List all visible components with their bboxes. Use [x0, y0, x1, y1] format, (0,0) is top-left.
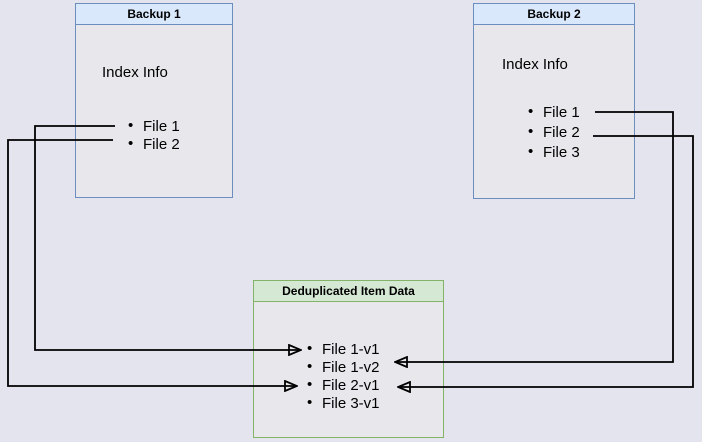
backup2-file-list: File 1 File 2 File 3	[528, 102, 580, 163]
backup2-subtitle: Index Info	[502, 56, 568, 73]
backup1-subtitle: Index Info	[102, 64, 168, 81]
backup2-title: Backup 2	[474, 4, 634, 25]
dedup-file-2v1: File 2-v1	[307, 376, 380, 395]
backup1-box: Backup 1 Index Info File 1 File 2	[75, 3, 233, 198]
dedup-title: Deduplicated Item Data	[254, 281, 443, 302]
dedup-file-1v1: File 1-v1	[307, 340, 380, 359]
backup2-file-2: File 2	[528, 122, 580, 143]
backup1-file-2: File 2	[128, 135, 180, 154]
backup1-title: Backup 1	[76, 4, 232, 25]
backup2-file-3: File 3	[528, 142, 580, 163]
dedup-file-list: File 1-v1 File 1-v2 File 2-v1 File 3-v1	[307, 340, 380, 413]
backup2-file-1: File 1	[528, 102, 580, 123]
dedup-file-1v2: File 1-v2	[307, 358, 380, 377]
dedup-file-3v1: File 3-v1	[307, 394, 380, 413]
dedup-box: Deduplicated Item Data File 1-v1 File 1-…	[253, 280, 444, 438]
backup1-file-1: File 1	[128, 117, 180, 136]
backup2-box: Backup 2 Index Info File 1 File 2 File 3	[473, 3, 635, 199]
backup1-file-list: File 1 File 2	[128, 117, 180, 154]
